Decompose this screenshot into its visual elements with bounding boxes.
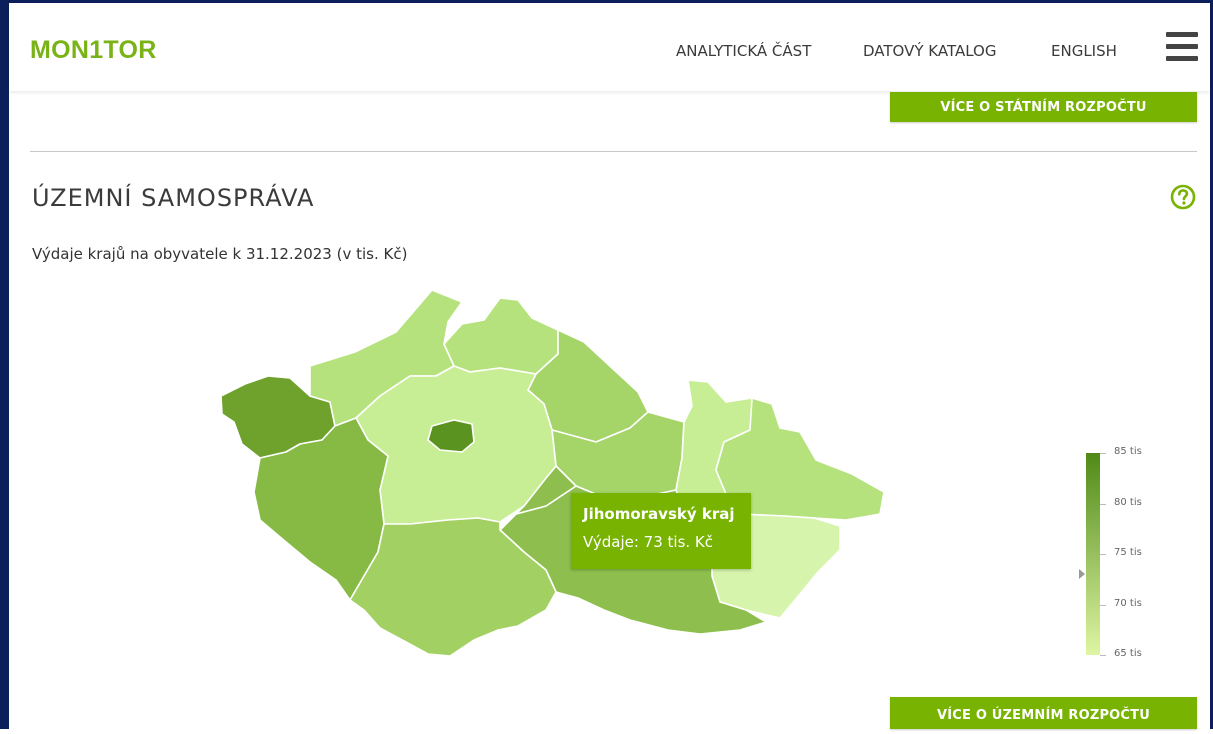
question-mark-icon[interactable] xyxy=(1170,184,1196,210)
legend-gradient-bar xyxy=(1086,453,1100,655)
more-about-local-budget-button[interactable]: VÍCE O ÚZEMNÍM ROZPOČTU xyxy=(890,697,1197,729)
nav-data-catalog[interactable]: DATOVÝ KATALOG xyxy=(863,42,997,60)
region-tooltip: Jihomoravský kraj Výdaje: 73 tis. Kč xyxy=(571,493,751,569)
legend-tick xyxy=(1100,604,1106,606)
nav-english[interactable]: ENGLISH xyxy=(1051,42,1117,60)
legend-tick-label: 80 tis xyxy=(1114,496,1142,508)
tooltip-region-name: Jihomoravský kraj xyxy=(583,505,735,523)
legend-tick xyxy=(1100,453,1106,454)
legend-tick-label: 70 tis xyxy=(1114,597,1142,609)
legend-tick xyxy=(1100,554,1106,555)
region-liberecky[interactable] xyxy=(443,297,559,375)
legend-tick-label: 75 tis xyxy=(1114,547,1142,558)
legend-tick-label: 85 tis xyxy=(1114,446,1142,457)
region-jihocesky[interactable] xyxy=(349,517,557,657)
top-navbar: MON1TOR ANALYTICKÁ ČÁST DATOVÝ KATALOG E… xyxy=(9,3,1210,91)
color-legend: 85 tis 80 tis 75 tis 70 tis 65 tis xyxy=(1078,445,1178,665)
legend-current-marker xyxy=(1079,569,1085,580)
hamburger-icon[interactable] xyxy=(1166,31,1198,63)
legend-tick xyxy=(1100,503,1106,505)
chart-subtitle: Výdaje krajů na obyvatele k 31.12.2023 (… xyxy=(32,245,408,263)
site-logo[interactable]: MON1TOR xyxy=(30,36,157,64)
nav-analytics[interactable]: ANALYTICKÁ ČÁST xyxy=(676,42,812,60)
section-divider xyxy=(30,151,1197,152)
section-title: ÚZEMNÍ SAMOSPRÁVA xyxy=(32,184,315,212)
region-moravskoslezsky[interactable] xyxy=(715,397,885,521)
legend-tick xyxy=(1100,655,1106,656)
region-praha[interactable] xyxy=(427,419,475,453)
legend-tick-label: 65 tis xyxy=(1114,648,1142,659)
tooltip-value: Výdaje: 73 tis. Kč xyxy=(583,533,714,551)
czech-regions-map xyxy=(220,289,885,657)
more-about-state-budget-button[interactable]: VÍCE O STÁTNÍM ROZPOČTU xyxy=(890,92,1197,122)
